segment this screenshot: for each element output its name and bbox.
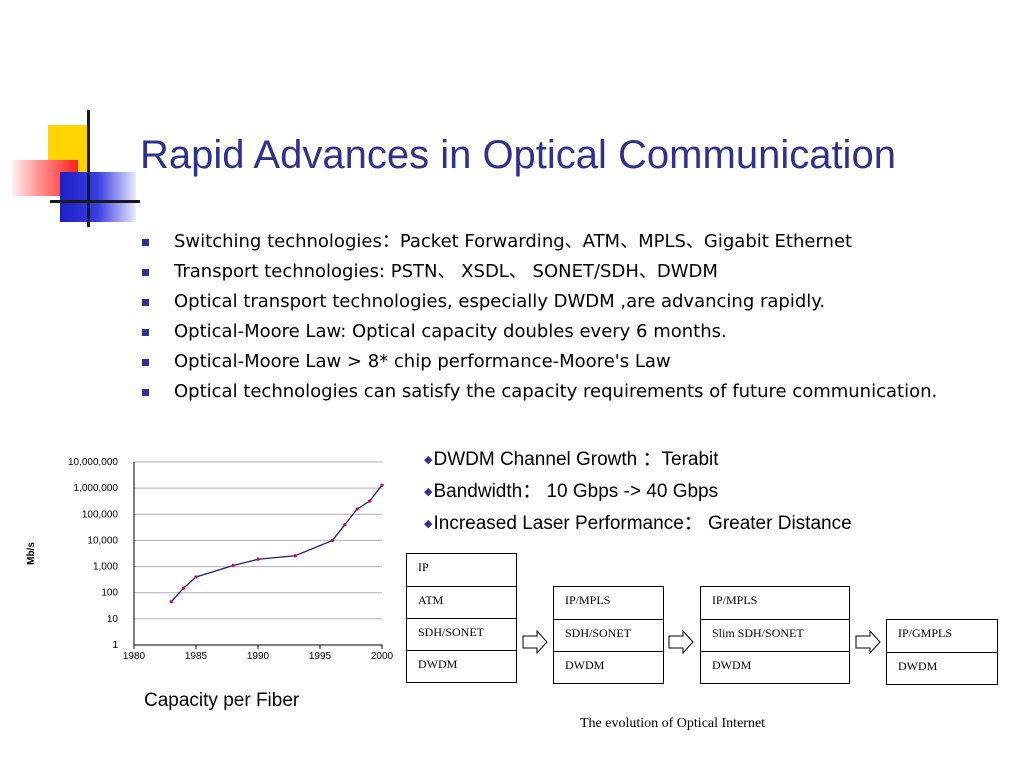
stack-1: IP ATM SDH/SONET DWDM — [406, 553, 517, 683]
data-point — [256, 557, 260, 561]
square-bullet-icon — [142, 389, 149, 396]
right-arrow-icon — [668, 630, 694, 654]
stack-layer: IP/GMPLS — [898, 626, 953, 640]
bullet-item: Optical-Moore Law > 8* chip performance-… — [142, 351, 970, 373]
evolution-caption: The evolution of Optical Internet — [580, 716, 766, 731]
square-bullet-icon — [142, 329, 149, 336]
stack-2: IP/MPLS SDH/SONET DWDM — [553, 586, 664, 684]
data-point — [368, 499, 372, 503]
data-point — [330, 538, 334, 543]
stack-layer: SDH/SONET — [407, 618, 516, 650]
data-point — [182, 586, 186, 590]
data-point — [343, 523, 347, 527]
stack-layer: DWDM — [887, 652, 997, 684]
y-tick-label: 10 — [107, 614, 119, 625]
square-bullet-icon — [142, 299, 149, 306]
y-tick-label: 100 — [101, 588, 118, 599]
x-tick-label: 1985 — [185, 651, 208, 662]
right-arrow-icon — [522, 630, 548, 654]
stack-3: IP/MPLS Slim SDH/SONET DWDM — [700, 586, 850, 684]
y-tick-label: 1,000,000 — [74, 483, 119, 494]
stack-layer: IP/MPLS — [565, 593, 611, 607]
y-tick-label: 1 — [112, 640, 118, 651]
sub-bullet-item: ◆DWDM Channel Growth ：Terabit — [424, 449, 719, 470]
stack-layer: DWDM — [554, 651, 663, 683]
data-point — [194, 575, 198, 579]
y-tick-label: 100,000 — [82, 509, 119, 520]
square-bullet-icon — [142, 359, 149, 366]
bullet-item: Optical technologies can satisfy the cap… — [142, 381, 970, 403]
y-tick-label: 10,000,000 — [68, 457, 118, 468]
right-arrow-icon — [855, 630, 881, 654]
slide-title: Rapid Advances in Optical Communication — [140, 133, 896, 177]
stack-layer: ATM — [407, 586, 516, 618]
y-axis-label: Mb/s — [26, 542, 37, 565]
capacity-chart: 1 10 100 1,000 10,000 100,000 1,000,000 10,000,… — [26, 457, 394, 662]
logo-blue-bar — [60, 172, 136, 222]
bullet-item: Optical transport technologies, especial… — [142, 291, 970, 313]
sub-bullet-item: ◆Bandwidth： 10 Gbps -> 40 Gbps — [424, 481, 719, 502]
stack-layer: IP — [418, 560, 429, 574]
bullet-item: Switching technologies：Packet Forwarding… — [142, 231, 970, 253]
square-bullet-icon — [142, 269, 149, 276]
data-point — [355, 507, 359, 511]
y-tick-label: 1,000 — [93, 562, 118, 573]
diamond-bullet-icon: ◆ — [424, 454, 433, 466]
bullet-item: Transport technologies: PSTN、 XSDL、 SONE… — [142, 261, 970, 283]
diamond-bullet-icon: ◆ — [424, 486, 433, 498]
sub-bullet-list: ◆DWDM Channel Growth ：Terabit ◆Bandwidth… — [424, 444, 852, 540]
stack-layer: SDH/SONET — [554, 619, 663, 651]
diamond-bullet-icon: ◆ — [424, 518, 433, 530]
sub-bullet-item: ◆Increased Laser Performance： Greater Di… — [424, 513, 852, 534]
data-point — [169, 600, 173, 604]
x-tick-label: 2000 — [371, 651, 394, 662]
data-point — [380, 483, 384, 487]
data-point — [293, 554, 297, 558]
data-point — [231, 563, 235, 568]
square-bullet-icon — [142, 239, 149, 246]
logo-vertical-line — [87, 110, 90, 227]
bullet-item: Optical-Moore Law: Optical capacity doub… — [142, 321, 970, 343]
stack-4: IP/GMPLS DWDM — [886, 619, 998, 685]
logo-horizontal-line — [50, 200, 140, 203]
stack-layer: DWDM — [407, 650, 516, 682]
y-tick-label: 10,000 — [87, 535, 118, 546]
stack-layer: DWDM — [701, 651, 849, 683]
bullet-list: Switching technologies：Packet Forwarding… — [142, 231, 970, 411]
stack-layer: Slim SDH/SONET — [701, 619, 849, 651]
chart-caption: Capacity per Fiber — [144, 690, 300, 711]
series-line — [170, 484, 383, 603]
x-tick-label: 1980 — [123, 651, 146, 662]
x-tick-label: 1995 — [309, 651, 332, 662]
x-tick-label: 1990 — [247, 651, 270, 662]
stack-layer: IP/MPLS — [712, 593, 758, 607]
